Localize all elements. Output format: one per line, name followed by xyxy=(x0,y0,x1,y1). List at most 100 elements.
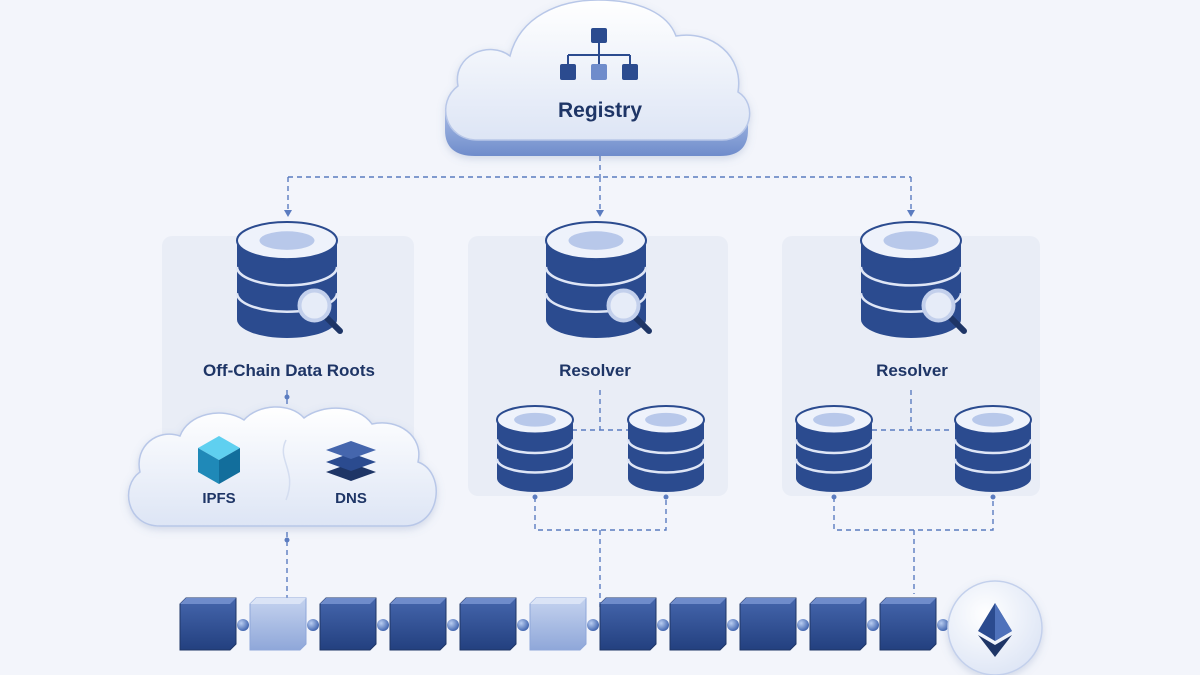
off-chain-database-icon xyxy=(235,221,343,339)
resolver-1-database-icon xyxy=(544,221,652,339)
database-band xyxy=(953,439,1033,455)
database-band xyxy=(626,458,706,474)
block xyxy=(669,597,727,651)
ethereum-icon-upper-shade xyxy=(995,603,1012,641)
hierarchy-icon-top-node xyxy=(591,28,607,43)
database-band xyxy=(794,458,874,474)
magnifier-icon xyxy=(606,288,641,323)
cube-icon-right xyxy=(219,448,240,484)
hierarchy-icon-lines xyxy=(567,43,631,64)
connector-dot xyxy=(663,494,669,500)
database-top-inner xyxy=(813,412,855,427)
database-body xyxy=(796,419,872,492)
magnifier-icon xyxy=(297,288,332,323)
hierarchy-icon-mid-node xyxy=(591,64,607,80)
database-top-inner xyxy=(568,231,624,250)
database-band xyxy=(235,266,339,287)
block-top-face xyxy=(740,598,796,604)
chain-link-bead xyxy=(377,619,389,631)
block-top-face xyxy=(180,598,236,604)
block xyxy=(389,597,447,651)
chain-link-bead xyxy=(727,619,739,631)
chain-link-bead xyxy=(307,619,319,631)
dns-label: DNS xyxy=(335,490,367,507)
arrowhead xyxy=(596,210,604,217)
layers-icon-top xyxy=(326,441,376,459)
connector-arrowheads xyxy=(284,210,996,543)
resolver-2-store-a-icon xyxy=(794,405,874,492)
block-top-face xyxy=(880,598,936,604)
connector-dot xyxy=(532,494,538,500)
resolver-1-store-a-icon xyxy=(495,405,575,492)
panel-resolver-2-title: Resolver xyxy=(876,361,948,380)
panel-off-chain-title: Off-Chain Data Roots xyxy=(203,361,375,380)
block-top-face xyxy=(390,598,446,604)
database-band xyxy=(953,458,1033,474)
chain-link-bead xyxy=(587,619,599,631)
block xyxy=(179,597,237,651)
ethereum-icon-lower xyxy=(978,635,1012,657)
block xyxy=(319,597,377,651)
database-band xyxy=(794,439,874,455)
block xyxy=(459,597,517,651)
chain-link-bead xyxy=(797,619,809,631)
layers-icon-bottom xyxy=(326,463,376,481)
magnifier-handle xyxy=(946,313,967,335)
block xyxy=(879,597,937,651)
magnifier-icon xyxy=(921,288,956,323)
cube-icon xyxy=(198,436,240,484)
block xyxy=(809,597,867,651)
database-band xyxy=(495,439,575,455)
resolver-2-store-b-icon xyxy=(953,405,1033,492)
storage-cloud xyxy=(127,406,437,527)
database-body xyxy=(497,419,573,492)
block xyxy=(739,597,797,651)
block-top-face xyxy=(810,598,866,604)
block-top-face xyxy=(320,598,376,604)
block-top-face xyxy=(460,598,516,604)
connector-dot xyxy=(831,494,837,500)
registry-label: Registry xyxy=(558,99,642,122)
chain-link-bead xyxy=(447,619,459,631)
connector-dot xyxy=(284,394,290,400)
connector-dot xyxy=(284,537,290,543)
arrowhead xyxy=(284,210,292,217)
resolver-1-to-chain-connector xyxy=(534,497,667,608)
database-band xyxy=(859,293,963,313)
database-band xyxy=(495,458,575,474)
block-top-face xyxy=(250,598,306,604)
database-layer xyxy=(179,221,1033,651)
chain-link-bead xyxy=(517,619,529,631)
resolver-2-to-chain-connector xyxy=(833,497,994,594)
database-band xyxy=(544,266,648,287)
hierarchy-icon-right-node xyxy=(622,64,638,80)
arrowhead xyxy=(907,210,915,217)
cube-icon-left xyxy=(198,448,219,484)
registry-to-panels-connector xyxy=(287,156,912,212)
database-body xyxy=(628,419,704,492)
block-top-face xyxy=(670,598,726,604)
database-body xyxy=(955,419,1031,492)
block xyxy=(529,597,587,651)
database-band xyxy=(626,439,706,455)
resolver-2-database-icon xyxy=(859,221,967,339)
block-top-face xyxy=(600,598,656,604)
connector-dot xyxy=(990,494,996,500)
database-top-inner xyxy=(883,231,939,250)
database-band xyxy=(544,293,648,313)
magnifier-handle xyxy=(631,313,652,335)
chain-link-bead xyxy=(867,619,879,631)
connectors xyxy=(286,156,994,608)
block xyxy=(599,597,657,651)
layers-icon xyxy=(326,441,376,481)
block-top-face xyxy=(530,598,586,604)
resolver-1-internal-connector xyxy=(572,390,628,431)
database-top-inner xyxy=(972,412,1014,427)
ethereum-icon xyxy=(978,603,1012,657)
database-band xyxy=(859,266,963,287)
storage-cloud-divider xyxy=(282,439,291,501)
layers-icon-middle xyxy=(326,453,376,471)
hierarchy-icon-left-node xyxy=(560,64,576,80)
chain-link-bead xyxy=(937,619,949,631)
